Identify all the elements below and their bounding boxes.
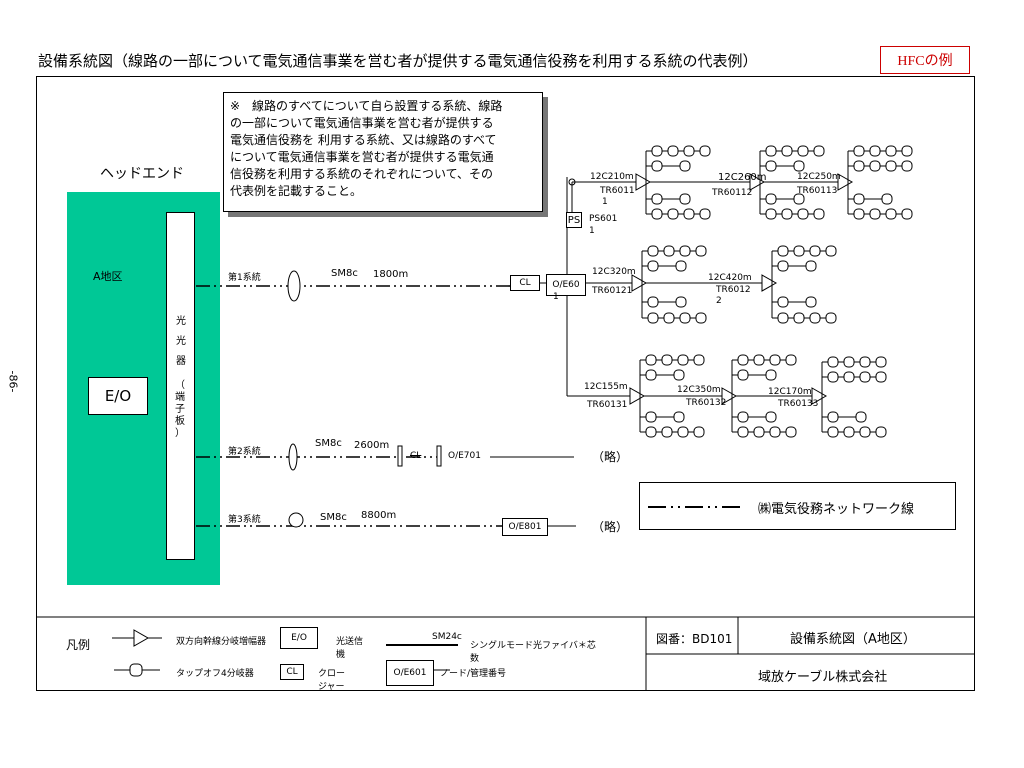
legend-node-desc: ノード/管理番号 xyxy=(440,669,507,679)
system1-closure-box: CL xyxy=(510,275,540,291)
amp-cable-label: 12C170m xyxy=(768,387,812,397)
note-line: の一部について電気通信事業を営む者が提供する xyxy=(230,116,494,130)
network-line-legend xyxy=(639,482,956,530)
headend-label: ヘッドエンド xyxy=(100,166,184,182)
legend-tapoff-desc: タップオフ4分岐器 xyxy=(176,669,254,679)
amp-id-label: TR60113 xyxy=(797,186,838,196)
amp-id-label: TR60131 xyxy=(587,400,628,410)
system3-omitted: （略） xyxy=(592,520,629,534)
system3-length: 8800m xyxy=(361,510,397,521)
legend-node-box: O/E601 xyxy=(386,660,434,686)
diagram-frame xyxy=(36,76,975,691)
note-line: 電気通信役務を 利用する系統、又は線路のすべて xyxy=(230,133,497,147)
network-line-legend-label: ㈱電気役務ネットワーク線 xyxy=(758,502,915,517)
system2-length: 2600m xyxy=(354,440,390,451)
page-title: 設備系統図（線路の一部について電気通信事業を営む者が提供する電気通信役務を利用す… xyxy=(38,52,758,70)
legend-amp-desc: 双方向幹線分岐増幅器 xyxy=(176,637,267,647)
eo-transmitter: E/O xyxy=(88,377,148,415)
system3-closure-mark xyxy=(288,512,304,528)
legend-cl-box: CL xyxy=(280,664,304,680)
system1-node-suffix: 1 xyxy=(553,292,559,302)
amp-id-suffix: 2 xyxy=(716,296,722,306)
system2-label: 第2系統 xyxy=(228,447,261,457)
company-name: 域放ケーブル株式会社 xyxy=(758,670,888,685)
splitter-label: 光 光 器 xyxy=(175,312,187,372)
splitter-char: 子 xyxy=(175,404,185,415)
system3-label: 第3系統 xyxy=(228,515,261,525)
system1-cable: SM8c xyxy=(331,268,358,279)
amp-cable-label: 12C420m xyxy=(708,273,752,283)
amp-id-suffix: 1 xyxy=(602,197,608,207)
note-line: 信役務を利用する系統のそれぞれについて、その xyxy=(230,167,494,181)
system1-closure-mark xyxy=(287,270,301,302)
system3-cable: SM8c xyxy=(320,512,347,523)
splitter-char: 光 xyxy=(176,336,186,347)
legend-fiber-desc: シングルモード光ファイバ＊芯数 xyxy=(470,641,596,664)
system2-cable: SM8c xyxy=(315,438,342,449)
splitter-char: 端 xyxy=(175,392,185,403)
ps-id-suffix: 1 xyxy=(589,226,595,236)
amp-cable-label: 12C320m xyxy=(592,267,636,277)
amp-id-label: TR60112 xyxy=(712,188,753,198)
splitter-char: 光 xyxy=(176,316,186,327)
hfc-badge: HFCの例 xyxy=(880,46,970,74)
amp-id-label: TR6012 xyxy=(716,285,751,295)
splitter-char: （ xyxy=(175,380,185,391)
system2-node: O/E701 xyxy=(448,451,481,461)
system2-closure: CL xyxy=(410,451,422,461)
splitter-terminal-label: （ 端 子 板 ） xyxy=(174,380,186,440)
legend-eo-desc: 光送信機 xyxy=(336,637,364,660)
amp-cable-label: 12C260m xyxy=(718,172,767,183)
system1-label: 第1系統 xyxy=(228,273,261,283)
amp-cable-label: 12C210m xyxy=(590,172,634,182)
splitter-char: 板 xyxy=(175,416,185,427)
amp-cable-label: 12C350m xyxy=(677,385,721,395)
legend-cl-desc: クロージャー xyxy=(318,669,346,692)
note-line: ※ 線路のすべてについて自ら設置する系統、線路 xyxy=(230,99,503,113)
system2-closure-mark xyxy=(288,443,298,471)
explanatory-note: ※ 線路のすべてについて自ら設置する系統、線路 の一部について電気通信事業を営む… xyxy=(223,92,543,212)
drawing-title: 設備系統図（A地区） xyxy=(790,632,916,647)
splitter-char: 器 xyxy=(176,356,186,367)
amp-id-label: TR6011 xyxy=(600,186,635,196)
legend-fiber-label: SM24c xyxy=(432,632,462,642)
amp-cable-label: 12C250m xyxy=(797,172,841,182)
splitter-char: ） xyxy=(175,428,185,439)
amp-id-label: TR60133 xyxy=(778,399,819,409)
note-line: 代表例を記載すること。 xyxy=(230,184,363,198)
system2-omitted: （略） xyxy=(592,450,629,464)
ps-id: PS601 xyxy=(589,214,618,224)
amp-cable-label: 12C155m xyxy=(584,382,628,392)
amp-id-label: TR60132 xyxy=(686,398,727,408)
system1-node-box: O/E60 xyxy=(546,274,586,296)
system3-node-box: O/E801 xyxy=(502,518,548,536)
note-line: について電気通信事業を営む者が提供する電気通 xyxy=(230,150,494,164)
amp-id-label: TR60121 xyxy=(592,286,633,296)
legend-eo-box: E/O xyxy=(280,627,318,649)
drawing-number: 図番：BD101 xyxy=(656,632,733,646)
optical-splitter xyxy=(166,212,195,560)
system1-length: 1800m xyxy=(373,269,409,280)
legend-title: 凡例 xyxy=(66,638,91,652)
area-label: A地区 xyxy=(93,270,123,283)
power-supply-box: PS xyxy=(566,212,582,228)
